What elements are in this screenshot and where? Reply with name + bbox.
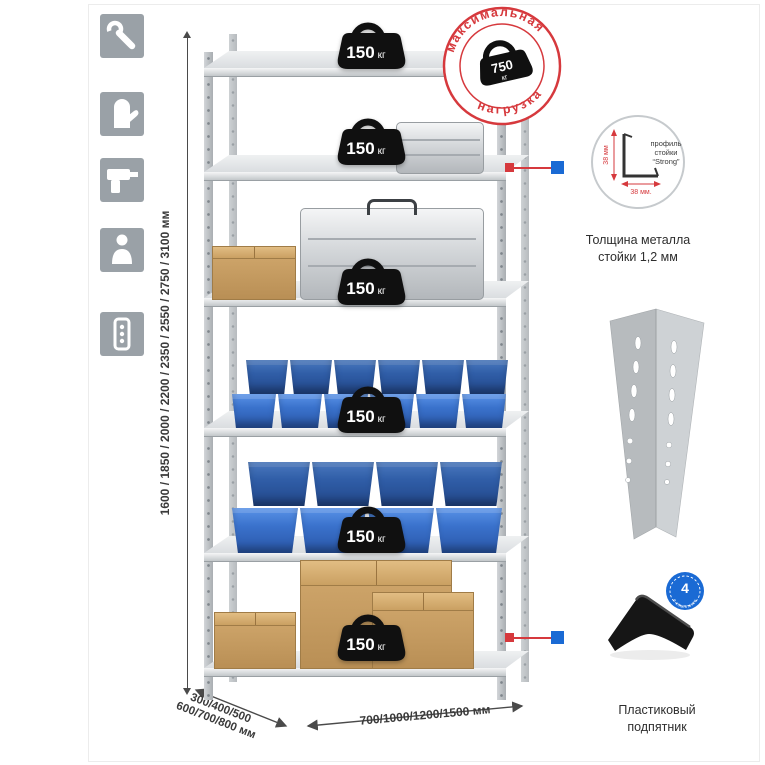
rack-post-back-right: [521, 34, 529, 682]
storage-bin: [312, 462, 374, 506]
quantity-badge: 4 в комплекте: [664, 570, 706, 612]
bin-row-back: [248, 462, 502, 506]
connector-blue-square: [551, 161, 564, 174]
storage-bin: [378, 360, 420, 394]
rack-post-back-left: [229, 34, 237, 682]
rack-post-front-left: [204, 52, 213, 700]
connector-red-square: [505, 633, 514, 642]
profile-caption: Толщина металла стойки 1,2 мм: [585, 233, 691, 264]
height-dimension-label: 1600 / 1850 / 2000 / 2200 / 2350 / 2550 …: [158, 210, 172, 516]
width-dimension-line: [306, 701, 524, 731]
shelf-front: [204, 172, 506, 181]
storage-bin: [440, 462, 502, 506]
profile-callout: 38 мм 38 мм. профиль стойки “Strong”: [590, 114, 686, 210]
storage-bin: [232, 508, 298, 553]
kettlebell-icon: 750 кг: [479, 40, 533, 86]
storage-bin: [246, 360, 288, 394]
storage-bin: [232, 394, 276, 428]
cardboard-box: [214, 612, 296, 669]
profile-section-drawing: [622, 133, 659, 178]
height-dimension-line: [183, 31, 192, 695]
shelf-front: [204, 668, 506, 677]
drill-icon: [100, 158, 144, 202]
svg-text:профиль: профиль: [650, 139, 681, 148]
bin-row-back: [246, 360, 508, 394]
svg-text:стойки: стойки: [655, 148, 678, 157]
storage-bin: [290, 360, 332, 394]
svg-text:750: 750: [490, 57, 515, 76]
shelf-front: [204, 68, 506, 77]
foot-caption: Пластиковый подпятник: [618, 703, 696, 734]
connector-line: [514, 637, 551, 639]
corner-post-image: [598, 305, 710, 543]
cardboard-box: [212, 246, 296, 300]
svg-text:кг: кг: [501, 72, 509, 82]
glove-icon: [100, 92, 144, 136]
storage-bin: [416, 394, 460, 428]
case-handle: [367, 199, 417, 215]
person-icon: [100, 228, 144, 272]
svg-text:“Strong”: “Strong”: [652, 157, 680, 166]
plastic-foot-image: [600, 576, 700, 668]
connector-red-square: [505, 163, 514, 172]
storage-bin: [248, 462, 310, 506]
connector-line: [514, 167, 551, 169]
svg-text:4: 4: [681, 580, 689, 596]
profile-dimensions: 38 мм 38 мм.: [603, 129, 661, 196]
storage-bin: [278, 394, 322, 428]
storage-bin: [376, 462, 438, 506]
storage-bin: [422, 360, 464, 394]
level-icon: [100, 312, 144, 356]
wrench-icon: [100, 14, 144, 58]
connector-blue-square: [551, 631, 564, 644]
svg-text:38 мм.: 38 мм.: [630, 189, 651, 196]
svg-text:38 мм: 38 мм: [603, 145, 610, 165]
page-frame: [88, 4, 760, 762]
storage-bin: [436, 508, 502, 553]
profile-label: профиль стойки “Strong”: [650, 139, 681, 166]
storage-bin: [462, 394, 506, 428]
storage-bin: [466, 360, 508, 394]
